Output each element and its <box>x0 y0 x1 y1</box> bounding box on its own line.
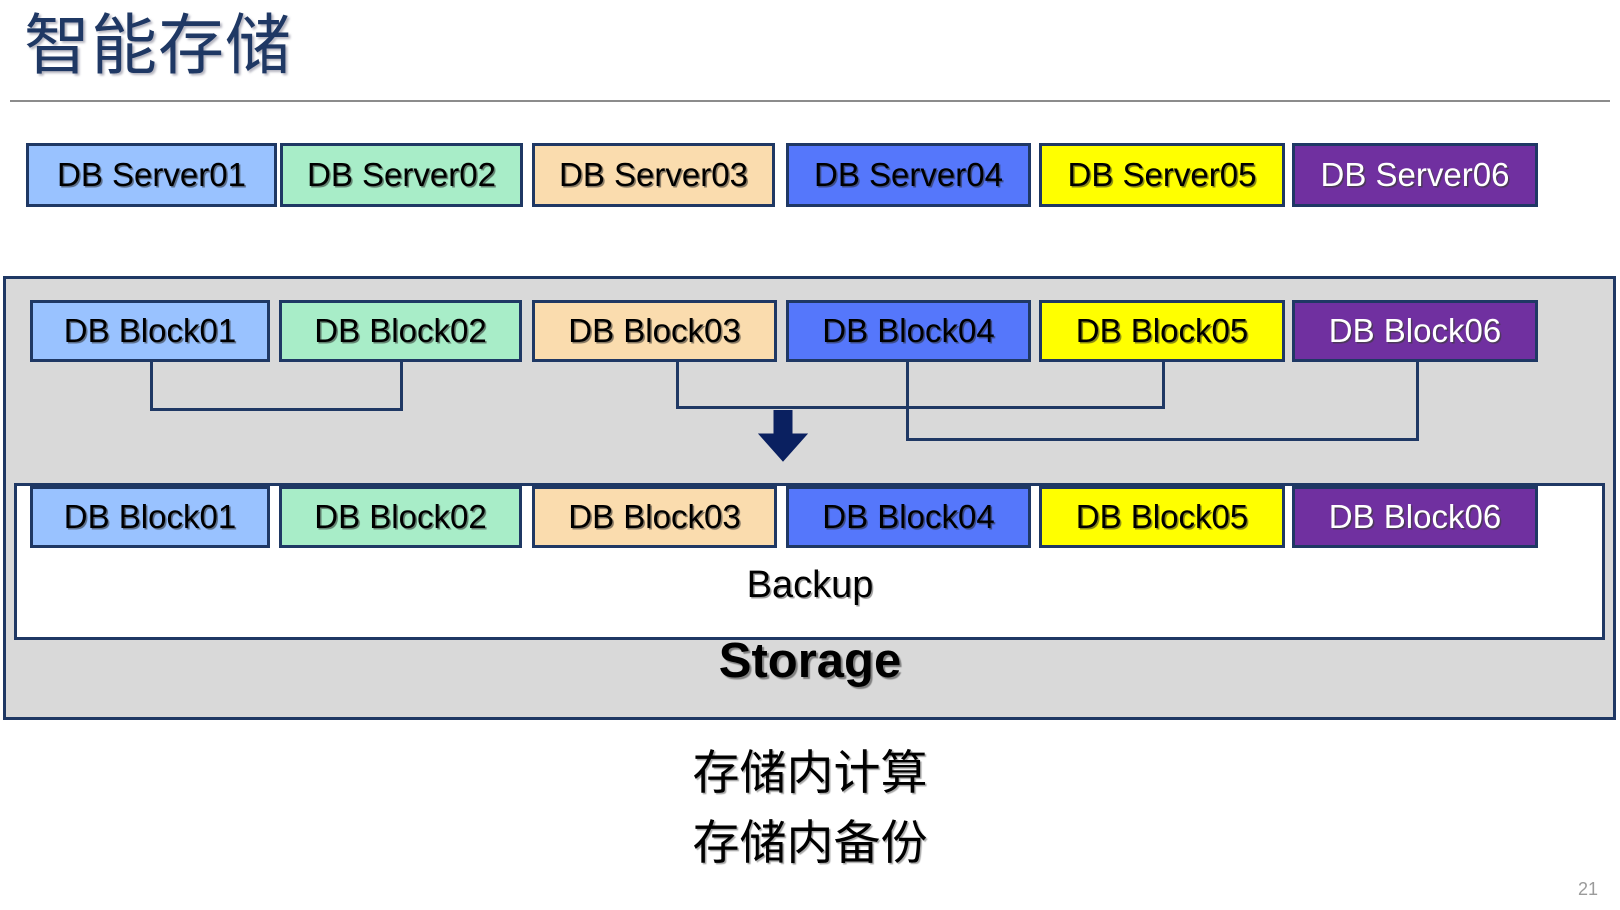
db-server-1: DB Server01 <box>26 143 277 207</box>
db-server-label: DB Server04 <box>814 156 1003 193</box>
db-block-4: DB Block04 <box>786 300 1031 362</box>
db-block-label: DB Block01 <box>63 312 237 349</box>
backup-db-block-4: DB Block04 <box>786 486 1031 548</box>
db-block-label: DB Block02 <box>314 312 487 349</box>
connector-vertical-5 <box>906 408 909 440</box>
backup-db-block-label: DB Block01 <box>63 498 237 535</box>
db-block-label: DB Block05 <box>1075 312 1249 349</box>
db-block-1: DB Block01 <box>30 300 270 362</box>
connector-horizontal-2 <box>676 406 1165 409</box>
connector-vertical-6 <box>1162 362 1165 408</box>
backup-db-block-label: DB Block04 <box>822 498 995 535</box>
backup-db-block-label: DB Block03 <box>568 498 741 535</box>
connector-vertical-7 <box>1416 362 1419 440</box>
db-server-label: DB Server02 <box>307 156 496 193</box>
connector-horizontal-1 <box>150 408 403 411</box>
db-block-6: DB Block06 <box>1292 300 1538 362</box>
db-block-2: DB Block02 <box>279 300 522 362</box>
db-server-3: DB Server03 <box>532 143 775 207</box>
backup-db-block-5: DB Block05 <box>1039 486 1285 548</box>
db-server-label: DB Server05 <box>1067 156 1257 193</box>
db-server-4: DB Server04 <box>786 143 1031 207</box>
down-arrow-icon <box>757 409 809 462</box>
storage-label: Storage <box>718 634 902 688</box>
db-block-label: DB Block06 <box>1328 312 1502 349</box>
db-server-label: DB Server01 <box>57 156 246 193</box>
db-block-3: DB Block03 <box>532 300 777 362</box>
backup-db-block-label: DB Block06 <box>1328 498 1502 535</box>
db-server-6: DB Server06 <box>1292 143 1538 207</box>
connector-horizontal-3 <box>906 438 1419 441</box>
backup-db-block-6: DB Block06 <box>1292 486 1538 548</box>
db-server-5: DB Server05 <box>1039 143 1285 207</box>
caption-line-2: 存储内备份 <box>692 815 928 869</box>
backup-db-block-3: DB Block03 <box>532 486 777 548</box>
backup-db-block-label: DB Block02 <box>314 498 487 535</box>
db-block-label: DB Block04 <box>822 312 995 349</box>
db-server-label: DB Server03 <box>559 156 748 193</box>
slide-caption: 存储内计算 存储内备份 <box>0 738 1620 877</box>
db-block-5: DB Block05 <box>1039 300 1285 362</box>
backup-db-block-label: DB Block05 <box>1075 498 1249 535</box>
caption-line-1: 存储内计算 <box>692 746 928 799</box>
connector-vertical-1 <box>150 362 153 410</box>
title-divider <box>10 100 1610 102</box>
db-block-label: DB Block03 <box>568 312 741 349</box>
page-title: 智能存储 <box>24 8 292 82</box>
db-server-label: DB Server06 <box>1320 156 1510 193</box>
connector-vertical-3 <box>676 362 679 408</box>
connector-vertical-4 <box>906 362 909 408</box>
backup-label: Backup <box>746 564 874 606</box>
backup-db-block-1: DB Block01 <box>30 486 270 548</box>
connector-vertical-2 <box>400 362 403 410</box>
backup-db-block-2: DB Block02 <box>279 486 522 548</box>
db-server-2: DB Server02 <box>280 143 523 207</box>
page-number: 21 <box>1577 879 1598 899</box>
